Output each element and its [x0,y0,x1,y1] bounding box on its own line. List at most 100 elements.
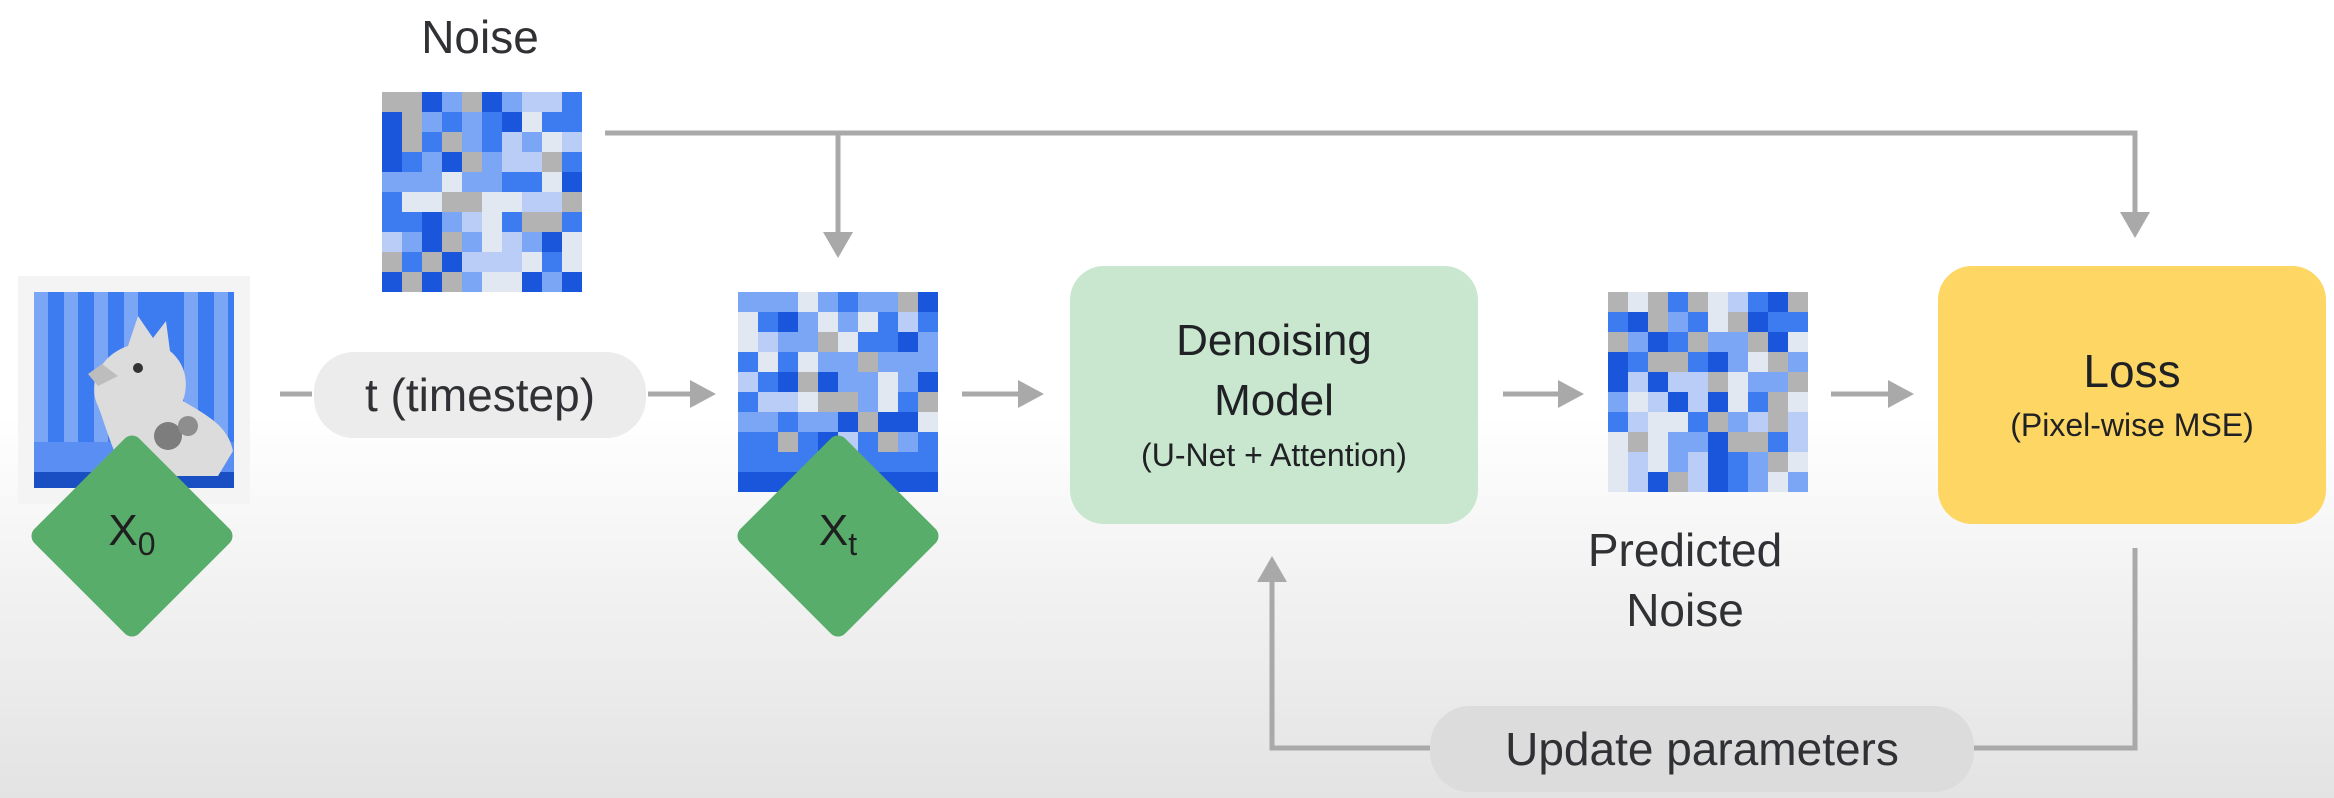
noise-pixel [382,252,402,272]
noise-pixel [778,392,798,412]
noise-pixel [1628,352,1648,372]
noise-pixel [758,332,778,352]
noise-pixel [898,452,918,472]
noise-pixel [522,152,542,172]
noise-pixel [1788,412,1808,432]
noise-pixel [838,412,858,432]
model-title-line2: Model [1214,376,1334,425]
noise-pixel [858,412,878,432]
noise-pixel [562,152,582,172]
noise-pixel [482,152,502,172]
noise-pixel [878,432,898,452]
noise-pixel [442,172,462,192]
noise-pixel [422,152,442,172]
noise-pixel [758,372,778,392]
noise-pixel [1708,372,1728,392]
noise-pixel [858,352,878,372]
noise-pixel [1788,432,1808,452]
noise-pixel [878,332,898,352]
noise-pixel [462,112,482,132]
noise-pixel [798,312,818,332]
noise-pixel [1668,452,1688,472]
noise-pixel [1708,392,1728,412]
noise-pixel [878,392,898,412]
noise-pixel [462,232,482,252]
noise-pixel [1748,372,1768,392]
noise-pixel [818,372,838,392]
noise-pixel [1668,432,1688,452]
noise-pixel [778,452,798,472]
noise-pixel [422,272,442,292]
loss-subtitle: (Pixel-wise MSE) [2010,407,2254,443]
noise-pixel [562,192,582,212]
noise-pixel [382,132,402,152]
noise-pixel [1688,412,1708,432]
noise-pixel [1648,312,1668,332]
noise-pixel [1728,412,1748,432]
noise-pixel [1788,452,1808,472]
noise-pixel [542,152,562,172]
noise-pixel [758,472,778,492]
noise-pixel [422,132,442,152]
noise-pixel [502,152,522,172]
noise-pixel [402,92,422,112]
noise-pixel [1648,332,1668,352]
noise-pixel [1668,472,1688,492]
noise-pixel [1608,352,1628,372]
noise-pixel [1608,372,1628,392]
noise-pixel [562,172,582,192]
noise-pixel [858,392,878,412]
noise-pixel [738,332,758,352]
noise-pixel [1708,332,1728,352]
noise-pixel [798,292,818,312]
noise-pixel [422,112,442,132]
noise-pixel [502,132,522,152]
noise-pixel [918,412,938,432]
noise-pixel [522,232,542,252]
noise-pixel [542,132,562,152]
noise-pixel [878,312,898,332]
noise-pixel [482,92,502,112]
noise-pixel [442,132,462,152]
noise-pixel [1628,452,1648,472]
noise-pixel [858,432,878,452]
noise-pixel [382,232,402,252]
noise-pixel [1688,292,1708,312]
noise-pixel [1728,332,1748,352]
noise-pixel [1668,352,1688,372]
noise-pixel [482,112,502,132]
noise-pixel [1648,372,1668,392]
noise-pixel [1748,332,1768,352]
noise-pixel [1788,372,1808,392]
denoising-model-box: Denoising Model (U-Net + Attention) [1070,266,1478,524]
noise-pixel [878,352,898,372]
noise-pixel [1608,392,1628,412]
noise-pixel [562,252,582,272]
noise-pixel [422,92,442,112]
loss-title: Loss [2083,345,2181,397]
noise-pixel [738,372,758,392]
noise-pixel [918,432,938,452]
noise-pixel [462,132,482,152]
noise-pixel [1768,452,1788,472]
update-parameters-label: Update parameters [1505,723,1899,775]
noise-pixel [1728,392,1748,412]
noise-pixel [402,132,422,152]
noise-pixel [1708,312,1728,332]
noise-pixel [502,192,522,212]
noise-pixel [1728,432,1748,452]
noise-pixel [542,192,562,212]
noise-pixel [1768,412,1788,432]
noise-pixel [898,332,918,352]
noise-pixel [818,332,838,352]
noise-pixel [858,332,878,352]
noise-pixel [442,192,462,212]
noise-pixel [758,292,778,312]
noise-image-input [382,92,582,292]
noise-pixel [738,292,758,312]
noise-pixel [778,292,798,312]
noise-pixel [918,392,938,412]
noise-pixel [1608,312,1628,332]
noise-pixel [778,412,798,432]
noise-pixel [738,472,758,492]
